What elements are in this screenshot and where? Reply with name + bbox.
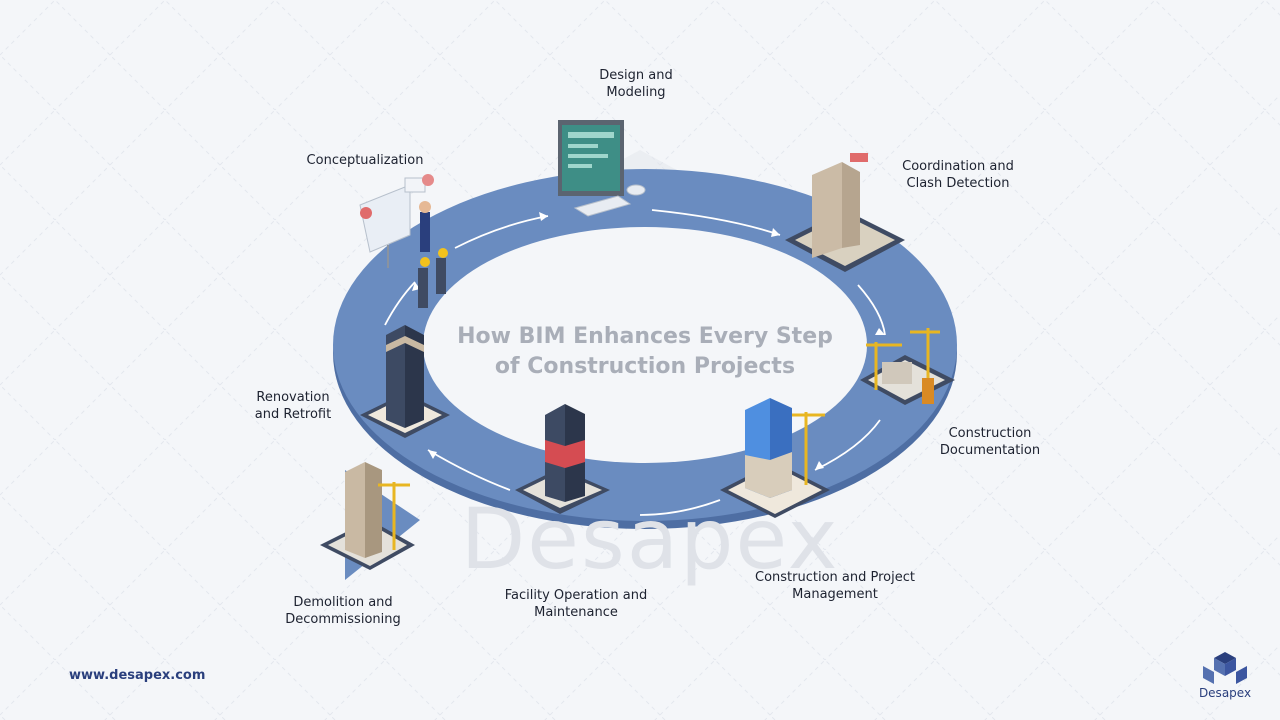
step-label-conceptualization: Conceptualization bbox=[306, 153, 424, 168]
flow-arrows bbox=[384, 209, 886, 516]
website-url[interactable]: www.desapex.com bbox=[69, 668, 206, 683]
office-building-icon bbox=[360, 325, 450, 438]
lifecycle-ring bbox=[333, 169, 957, 580]
skyscraper-icon bbox=[515, 404, 610, 514]
step-label-coordination: Coordination and Clash Detection bbox=[902, 159, 1014, 191]
arrow-concept-to-design bbox=[454, 215, 549, 249]
step-label-design-modeling: Design and Modeling bbox=[599, 68, 673, 100]
step-label-documentation: Construction Documentation bbox=[939, 426, 1041, 458]
step-label-demolition: Demolition and Decommissioning bbox=[285, 595, 401, 627]
step-label-operation: Facility Operation and Maintenance bbox=[504, 588, 648, 620]
arrow-operation-to-demolition bbox=[427, 449, 511, 491]
arrow-heads bbox=[412, 212, 885, 470]
step-label-renovation: Renovation and Retrofit bbox=[254, 390, 332, 422]
brand-name: Desapex bbox=[1198, 686, 1252, 700]
demolition-crane-icon bbox=[320, 462, 415, 570]
tower-under-construction-icon bbox=[785, 153, 905, 272]
computer-icon bbox=[558, 120, 646, 217]
arrow-renovation-to-concept bbox=[384, 281, 416, 326]
diagram-title: How BIM Enhances Every Step of Construct… bbox=[457, 324, 833, 379]
crane-site-icon bbox=[860, 328, 955, 405]
presentation-board-icon bbox=[359, 174, 448, 308]
watermark: Desapex bbox=[460, 490, 840, 588]
arrow-management-to-operation bbox=[639, 499, 721, 516]
step-label-management: Construction and Project Management bbox=[755, 570, 915, 602]
arrow-documentation-to-management bbox=[814, 419, 881, 471]
glass-tower-icon bbox=[720, 398, 830, 518]
desapex-logo-icon bbox=[1203, 652, 1247, 684]
arrow-design-to-coordination bbox=[651, 209, 781, 236]
arrow-coordination-to-documentation bbox=[857, 284, 886, 336]
